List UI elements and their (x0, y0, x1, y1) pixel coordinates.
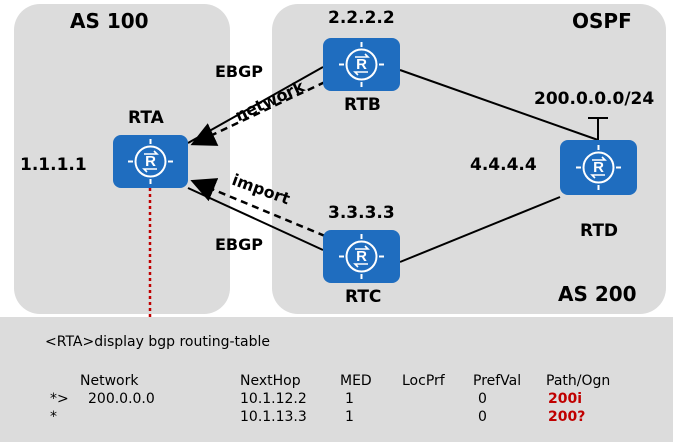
as100-label: AS 100 (70, 9, 149, 33)
svg-text:R: R (145, 153, 156, 170)
svg-text:R: R (356, 56, 367, 73)
rtd-name: RTD (580, 221, 619, 241)
row-nexthop: 10.1.12.2 (240, 391, 307, 407)
row-path: 200? (548, 409, 586, 425)
row-network: 200.0.0.0 (88, 391, 155, 407)
row-status: *> (50, 391, 69, 407)
header-prefval: PrefVal (473, 373, 522, 389)
rtb-name: RTB (344, 95, 381, 115)
header-network: Network (80, 373, 139, 389)
rtb-id: 2.2.2.2 (328, 8, 395, 28)
router-rtb: R (323, 38, 400, 91)
header-path: Path/Ogn (546, 373, 611, 389)
link-rtc-rtd (399, 196, 561, 263)
row-nexthop: 10.1.13.3 (240, 409, 307, 425)
ospf-label: OSPF (572, 9, 632, 33)
row-prefval: 0 (478, 391, 487, 407)
row-med: 1 (345, 409, 354, 425)
rta-id: 1.1.1.1 (20, 155, 87, 175)
router-rta: R (113, 135, 188, 188)
rtc-id: 3.3.3.3 (328, 203, 395, 223)
ebgp-bottom-label: EBGP (215, 235, 263, 254)
ebgp-top-label: EBGP (215, 62, 263, 81)
cli-output-panel (0, 317, 673, 442)
svg-text:R: R (593, 159, 604, 176)
link-rtb-rtd (399, 69, 599, 141)
cli-command: <RTA>display bgp routing-table (45, 334, 271, 350)
header-nexthop: NextHop (240, 373, 301, 389)
network-prefix: 200.0.0.0/24 (534, 89, 655, 109)
svg-text:R: R (356, 248, 367, 265)
rta-name: RTA (128, 108, 164, 128)
router-icon: R (339, 42, 384, 87)
rtc-name: RTC (345, 287, 382, 307)
header-locprf: LocPrf (402, 373, 445, 389)
row-prefval: 0 (478, 409, 487, 425)
as200-label: AS 200 (558, 282, 637, 306)
router-rtd: R (560, 140, 637, 195)
row-status: * (50, 409, 57, 425)
row-path: 200i (548, 391, 583, 407)
row-med: 1 (345, 391, 354, 407)
rtd-id: 4.4.4.4 (470, 155, 537, 175)
header-med: MED (340, 373, 372, 389)
router-icon: R (128, 139, 173, 184)
router-icon: R (576, 145, 621, 190)
router-icon: R (339, 234, 384, 279)
router-rtc: R (323, 230, 400, 283)
